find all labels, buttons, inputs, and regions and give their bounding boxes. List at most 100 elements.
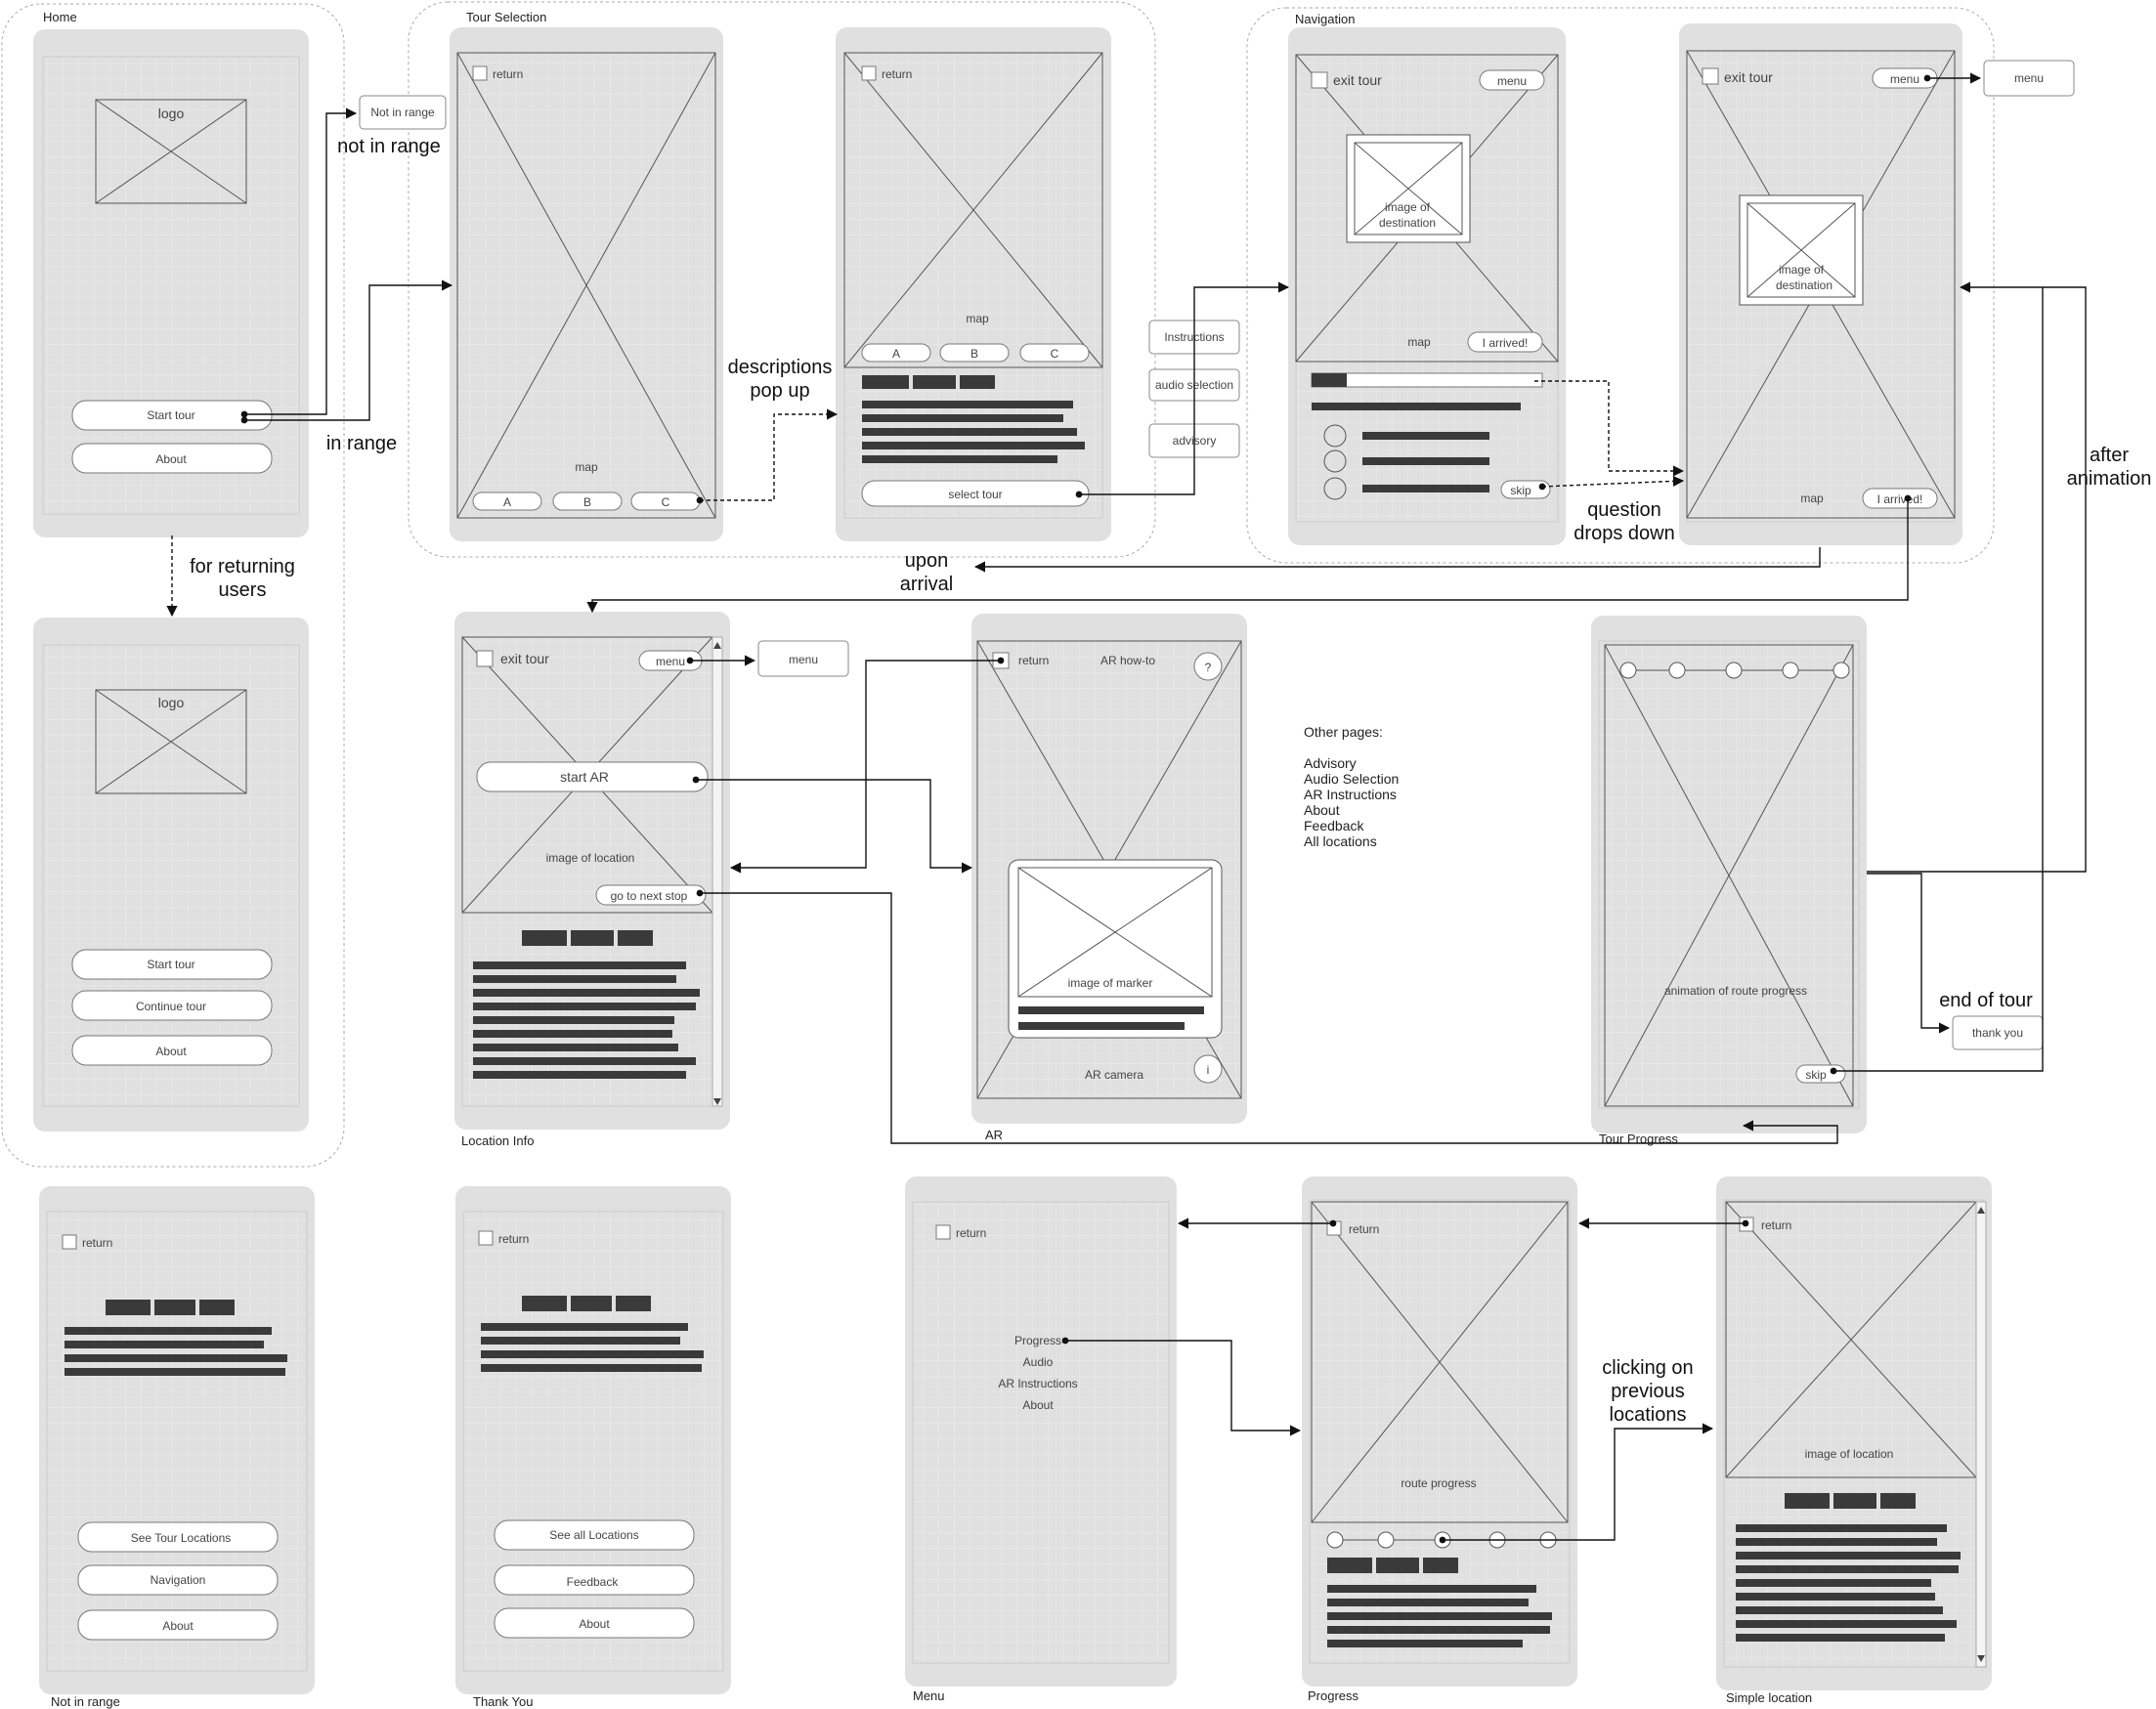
screen-navigation-expanded: image of destination exit tour menu map … (1686, 50, 1956, 519)
route-progress-label: route progress (1401, 1476, 1476, 1490)
menu-popup-middle[interactable]: menu (757, 640, 849, 677)
scrollbar[interactable] (1975, 1201, 1987, 1668)
note-descriptions-line2: pop up (750, 380, 809, 402)
i-arrived-button[interactable]: I arrived! (1862, 488, 1938, 509)
see-tour-locations-label: See Tour Locations (131, 1531, 232, 1545)
thank-you-popup[interactable]: thank you (1952, 1015, 2044, 1050)
scrollbar[interactable] (711, 636, 723, 1107)
not-in-range-popup[interactable]: Not in range (359, 95, 447, 130)
return-checkbox[interactable] (62, 1234, 77, 1250)
logo-label: logo (158, 695, 185, 710)
return-checkbox[interactable] (861, 65, 877, 81)
caption-thank-you: Thank You (473, 1694, 533, 1709)
group-label-tour-selection: Tour Selection (466, 10, 546, 24)
note-not-in-range: not in range (337, 136, 441, 157)
exit-tour-checkbox[interactable] (1311, 71, 1328, 89)
logo-label: logo (158, 106, 185, 121)
progress-text-block (1327, 1558, 1552, 1647)
start-tour-label: Start tour (147, 958, 194, 971)
animation-label: animation of route progress (1664, 984, 1807, 998)
menu-item-audio[interactable]: Audio (1023, 1355, 1054, 1369)
tab-a[interactable]: A (472, 491, 542, 511)
caption-simple-location: Simple location (1726, 1690, 1812, 1705)
start-tour-label: Start tour (147, 408, 194, 422)
skip-button[interactable]: skip (1500, 480, 1551, 499)
info-glyph: i (1207, 1063, 1210, 1077)
menu-item-about[interactable]: About (1022, 1398, 1054, 1412)
return-checkbox[interactable] (478, 1230, 494, 1246)
scroll-up-icon[interactable] (1977, 1207, 1985, 1214)
simple-location-text-block (1736, 1493, 1961, 1642)
exit-tour-checkbox[interactable] (476, 650, 494, 667)
about-button[interactable]: About (494, 1607, 695, 1639)
about-label: About (155, 1045, 187, 1058)
caption-menu: Menu (913, 1688, 945, 1703)
continue-tour-button[interactable]: Continue tour (71, 990, 273, 1021)
start-tour-button[interactable]: Start tour (71, 400, 273, 431)
description-text-block (862, 375, 1085, 463)
group-label-home: Home (43, 10, 77, 24)
exit-tour-label: exit tour (1724, 69, 1773, 85)
thank-you-text-block (481, 1296, 704, 1372)
feedback-label: Feedback (567, 1575, 620, 1589)
return-label: return (1018, 654, 1049, 667)
about-button[interactable]: About (71, 443, 273, 474)
about-button[interactable]: About (77, 1609, 279, 1641)
help-icon[interactable]: ? (1193, 652, 1223, 681)
map-label: map (1800, 491, 1824, 505)
screen-not-in-range: return See Tour Locations Navigation Abo… (62, 1234, 287, 1641)
exit-tour-label: exit tour (500, 651, 549, 666)
tab-c[interactable]: C (630, 491, 701, 511)
tab-a-label: A (503, 495, 511, 509)
menu-label: menu (1890, 72, 1919, 86)
note-clicking-line2: previous (1611, 1381, 1685, 1402)
navigation-button[interactable]: Navigation (77, 1564, 279, 1596)
tab-c-label: C (662, 495, 670, 509)
see-all-locations-button[interactable]: See all Locations (494, 1519, 695, 1551)
other-page-item: About (1304, 802, 1340, 818)
skip-button[interactable]: skip (1795, 1064, 1846, 1084)
return-checkbox[interactable] (935, 1224, 951, 1240)
select-tour-button[interactable]: select tour (861, 480, 1090, 507)
go-to-next-stop-button[interactable]: go to next stop (595, 884, 707, 906)
exit-tour-checkbox[interactable] (1702, 67, 1719, 85)
other-page-item: Advisory (1304, 755, 1357, 771)
map-label: map (966, 312, 989, 325)
note-after-animation-line1: after (2090, 445, 2129, 466)
note-returning-line2: users (219, 579, 267, 601)
about-button[interactable]: About (71, 1035, 273, 1066)
navigation-label: Navigation (151, 1573, 206, 1587)
feedback-button[interactable]: Feedback (494, 1564, 695, 1596)
other-pages-list: Other pages: Advisory Audio Selection AR… (1304, 724, 1399, 849)
menu-item-ar-instructions[interactable]: AR Instructions (998, 1377, 1077, 1390)
info-icon[interactable]: i (1193, 1054, 1223, 1084)
return-checkbox[interactable] (1739, 1217, 1754, 1232)
i-arrived-button[interactable]: I arrived! (1467, 331, 1543, 353)
about-label: About (155, 452, 187, 466)
tab-c[interactable]: C (1019, 343, 1090, 363)
start-tour-button[interactable]: Start tour (71, 949, 273, 980)
destination-image-placeholder (1739, 194, 1864, 306)
start-ar-button[interactable]: start AR (476, 761, 709, 792)
tab-b[interactable]: B (939, 343, 1010, 363)
return-checkbox[interactable] (472, 65, 488, 81)
other-page-item: Audio Selection (1304, 771, 1399, 787)
tab-c-label: C (1051, 347, 1059, 361)
tab-a[interactable]: A (861, 343, 931, 363)
see-all-locations-label: See all Locations (549, 1528, 638, 1542)
scroll-up-icon[interactable] (713, 642, 721, 649)
scroll-down-icon[interactable] (1977, 1655, 1985, 1662)
tab-a-label: A (892, 347, 900, 361)
menu-popup-top[interactable]: menu (1983, 60, 2075, 97)
menu-item-progress[interactable]: Progress (1014, 1334, 1061, 1347)
see-tour-locations-button[interactable]: See Tour Locations (77, 1521, 279, 1553)
route-stops (1619, 662, 1850, 679)
help-glyph: ? (1205, 661, 1212, 674)
image-of-marker-label: image of marker (1068, 976, 1153, 990)
tab-b[interactable]: B (552, 491, 623, 511)
skip-label: skip (1510, 484, 1531, 497)
screen-thank-you: return See all Locations Feedback About (478, 1230, 704, 1639)
location-text-block (473, 930, 700, 1079)
caption-not-in-range: Not in range (51, 1694, 120, 1709)
menu-button[interactable]: menu (1479, 69, 1545, 91)
